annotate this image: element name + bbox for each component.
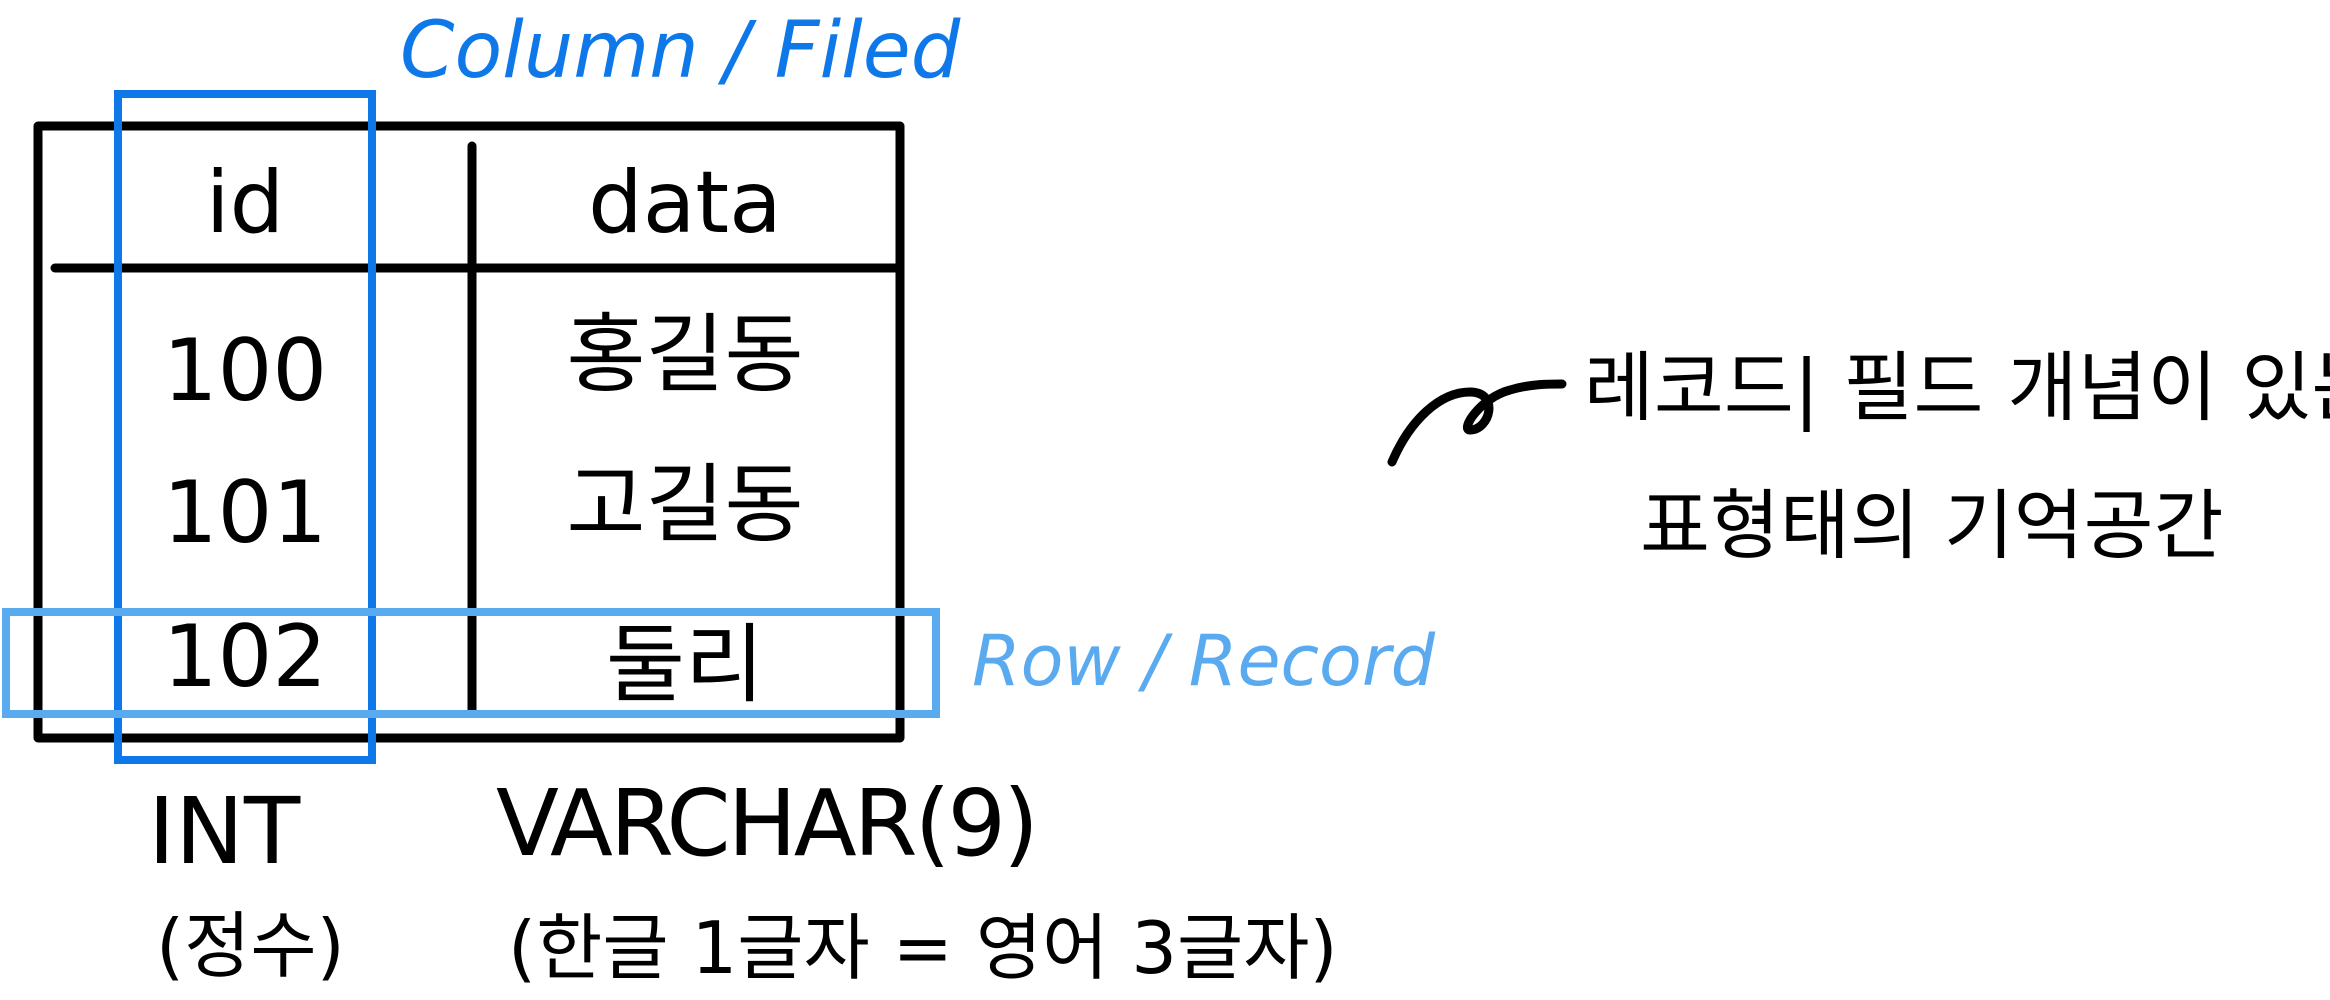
header-data: data xyxy=(588,153,782,253)
row-1-id: 100 xyxy=(162,321,328,421)
column-highlight-box xyxy=(114,90,376,764)
data-type: VARCHAR(9) xyxy=(496,770,1039,877)
row-2-id: 101 xyxy=(162,463,328,563)
column-label: Column / Filed xyxy=(400,6,961,96)
row-1-data: 홍길동 xyxy=(566,305,804,405)
row-3-id: 102 xyxy=(162,607,328,707)
annotation-curl-icon xyxy=(1387,379,1567,467)
annotation-line-2: 표형태의 기억공간 xyxy=(1640,481,2224,570)
id-type: INT xyxy=(148,778,301,885)
annotation-line-1: 레코드| 필드 개념이 있는 xyxy=(1584,343,2330,432)
row-label: Row / Record xyxy=(972,620,1436,702)
row-highlight-box xyxy=(2,608,940,718)
row-2-data: 고길동 xyxy=(566,455,804,555)
id-type-note: (정수) xyxy=(156,904,345,988)
data-type-note: (한글 1글자 = 영어 3글자) xyxy=(508,906,1338,990)
header-id: id xyxy=(205,153,285,253)
row-3-data: 둘리 xyxy=(605,615,765,715)
table-border xyxy=(33,121,905,743)
